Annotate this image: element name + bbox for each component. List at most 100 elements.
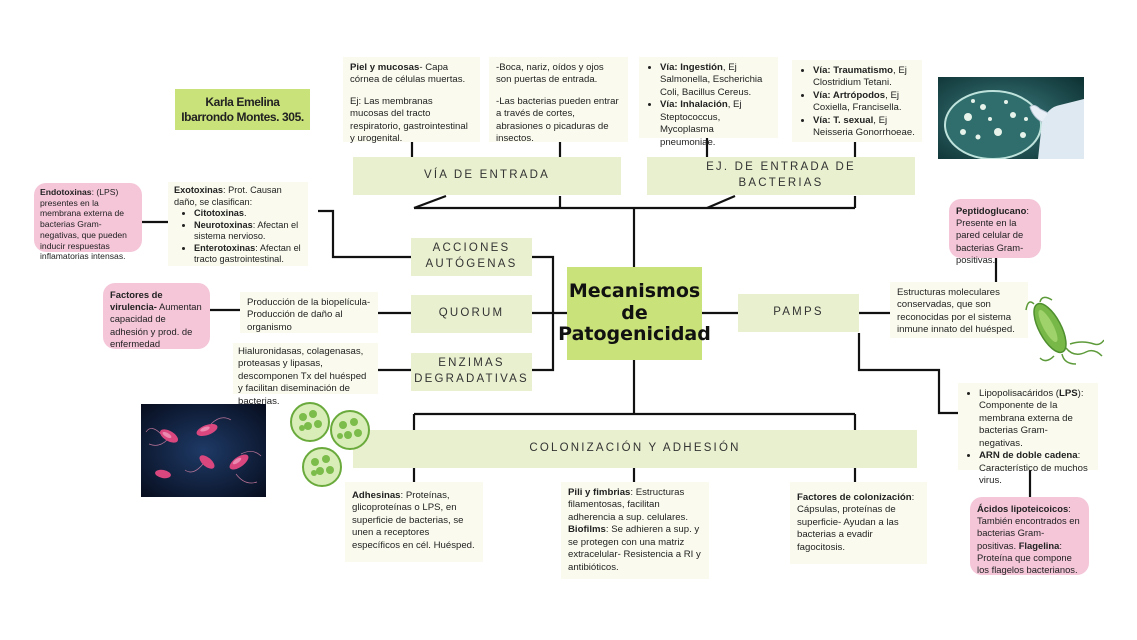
via-item: Vía: Traumatismo, Ej Clostridium Tetani. bbox=[813, 65, 915, 90]
note-pili-fimbrias: Pili y fimbrias: Estructuras filamentosa… bbox=[561, 482, 709, 579]
note-adhesinas: Adhesinas: Proteínas, glicoproteínas o L… bbox=[345, 482, 483, 562]
via-bold: Vía: Artrópodos bbox=[813, 89, 886, 101]
bacterium-illustration bbox=[1025, 296, 1104, 365]
item-bold: Enterotoxinas bbox=[194, 242, 256, 253]
note-text: : Prot. Causan daño, se clasifican: bbox=[174, 185, 282, 207]
via-text: , Ej Neisseria Gonorrhoeae. bbox=[813, 114, 915, 139]
category-label-line-2: BACTERIAS bbox=[738, 177, 824, 189]
note-peptidoglucano: Peptidoglucano: Presente en la pared cel… bbox=[949, 199, 1041, 265]
item-text: : Afectan el sistema nervioso. bbox=[194, 219, 299, 242]
cocci-cells-illustration bbox=[290, 402, 370, 487]
category-label-line-1: ENZIMAS bbox=[438, 357, 505, 370]
note-bold: Ácidos lipoteicoicos bbox=[977, 503, 1069, 514]
center-line-3: Patogenicidad bbox=[558, 323, 711, 346]
note-bold: Factores de virulencia- bbox=[110, 289, 163, 313]
note-line-2: Producción de daño al organismo bbox=[247, 309, 343, 333]
item-bold: Citotoxinas bbox=[194, 208, 245, 218]
exotoxina-item: Enterotoxinas: Afectan el tracto gastroi… bbox=[194, 243, 302, 266]
note-text: : (LPS) presentes en la membrana externa… bbox=[40, 187, 127, 262]
via-item: Vía: Ingestión, Ej Salmonella, Escherich… bbox=[660, 62, 771, 99]
category-ej-entrada: EJ. DE ENTRADA DE BACTERIAS bbox=[647, 157, 915, 195]
note-bold: Exotoxinas bbox=[174, 185, 224, 195]
note-text-1: -Boca, nariz, oídos y ojos son puertas d… bbox=[496, 62, 604, 86]
via-item: Vía: Inhalación, Ej Steptococcus, Mycopl… bbox=[660, 99, 771, 149]
petri-dish-image bbox=[938, 77, 1084, 159]
note-bold: Factores de colonización bbox=[797, 492, 912, 503]
item-text: . bbox=[244, 208, 247, 218]
category-label: PAMPS bbox=[773, 306, 824, 319]
via-item: Vía: Artrópodos, Ej Coxiella, Francisell… bbox=[813, 90, 915, 115]
category-acciones-autogenas: ACCIONES AUTÓGENAS bbox=[411, 238, 532, 276]
author-line-2: Ibarrondo Montes. 305. bbox=[181, 109, 304, 124]
note-enzimas: Hialuronidasas, colagenasas, proteasas y… bbox=[233, 343, 378, 407]
note-text: : Estructuras filamentosas, facilitan ad… bbox=[568, 487, 688, 523]
note-text: : Presente en la pared celular de bacter… bbox=[956, 205, 1029, 265]
note-text: : Cápsulas, proteínas de superficie- Ayu… bbox=[797, 492, 915, 553]
category-quorum: QUORUM bbox=[411, 295, 532, 333]
via-bold: Vía: T. sexual bbox=[813, 114, 874, 126]
category-label: QUORUM bbox=[438, 307, 505, 320]
via-item: Vía: T. sexual, Ej Neisseria Gonorrhoeae… bbox=[813, 115, 915, 140]
note-text: Aumentan capacidad de adhesión y prod. d… bbox=[110, 301, 202, 349]
pamp-item: ARN de doble cadena: Característico de m… bbox=[979, 450, 1091, 487]
exotoxina-item: Citotoxinas. bbox=[194, 208, 302, 220]
note-text: : También encontrados en bacterias Gram-… bbox=[977, 503, 1080, 551]
note-text-2: : Proteína que compone los flagelos bact… bbox=[977, 539, 1078, 576]
item-text: ): Componente de la membrana externa de … bbox=[979, 388, 1084, 449]
item-bold: Neurotoxinas bbox=[194, 219, 253, 230]
author-line-1: Karla Emelina bbox=[205, 94, 280, 109]
note-line-1: Producción de la biopelícula- bbox=[247, 297, 371, 308]
center-line-1: Mecanismos bbox=[568, 279, 701, 302]
via-text: , Ej Clostridium Tetani. bbox=[813, 65, 907, 89]
via-text: , Ej Coxiella, Francisella. bbox=[813, 89, 902, 114]
category-label-line-2: DEGRADATIVAS bbox=[414, 373, 529, 385]
note-text-2: Ej: Las membranas mucosas del tracto res… bbox=[350, 95, 468, 145]
note-vias-ingestion: Vía: Ingestión, Ej Salmonella, Escherich… bbox=[639, 57, 778, 148]
via-text: , Ej Salmonella, Escherichia Coli, Bacil… bbox=[660, 62, 763, 98]
note-factores-colonizacion: Factores de colonización: Cápsulas, prot… bbox=[790, 482, 927, 564]
pamp-item: Lipopolisacáridos (LPS): Componente de l… bbox=[979, 388, 1091, 450]
via-bold: Vía: Inhalación bbox=[660, 99, 728, 111]
category-label-line-1: EJ. DE ENTRADA DE bbox=[706, 161, 856, 174]
note-piel-mucosas: Piel y mucosas- Capa córnea de células m… bbox=[343, 57, 480, 144]
note-bold: Endotoxinas bbox=[40, 187, 92, 197]
exotoxina-item: Neurotoxinas: Afectan el sistema nervios… bbox=[194, 220, 302, 243]
note-bold: Pili y fimbrias bbox=[568, 487, 631, 498]
note-vias-traumatismo: Vía: Traumatismo, Ej Clostridium Tetani.… bbox=[792, 60, 922, 142]
note-estructuras: Estructuras moleculares conservadas, que… bbox=[890, 282, 1028, 338]
note-text: - Capa córnea de células muertas. bbox=[350, 62, 466, 86]
item-text: : Afectan el tracto gastrointestinal. bbox=[194, 242, 301, 265]
note-boca-nariz: -Boca, nariz, oídos y ojos son puertas d… bbox=[489, 57, 628, 144]
item-text: : Característico de muchos virus. bbox=[979, 450, 1088, 487]
note-bold-2: Flagelina bbox=[1018, 539, 1060, 551]
via-text: , Ej Steptococcus, Mycoplasma pneumoniae… bbox=[660, 99, 742, 148]
note-endotoxinas: Endotoxinas: (LPS) presentes en la membr… bbox=[34, 183, 142, 261]
center-line-2: de bbox=[621, 301, 648, 324]
category-via-entrada: VÍA DE ENTRADA bbox=[353, 157, 621, 195]
note-text-2: : Se adhieren a sup. y se protegen con u… bbox=[568, 524, 701, 573]
item-bold: ARN de doble cadena bbox=[979, 450, 1078, 462]
note-biopelicula: Producción de la biopelícula- Producción… bbox=[240, 292, 378, 333]
note-bold: Piel y mucosas bbox=[350, 62, 420, 73]
note-text: Hialuronidasas, colagenasas, proteasas y… bbox=[238, 346, 367, 407]
note-text-2: -Las bacterias pueden entrar a través de… bbox=[496, 95, 619, 145]
category-label: COLONIZACIÓN Y ADHESIÓN bbox=[529, 442, 741, 455]
item-bold: LPS bbox=[1059, 388, 1078, 399]
category-colonizacion-adhesion: COLONIZACIÓN Y ADHESIÓN bbox=[353, 430, 917, 468]
note-factores-virulencia: Factores de virulencia- Aumentan capacid… bbox=[103, 283, 210, 349]
via-bold: Vía: Traumatismo bbox=[813, 65, 893, 76]
note-lipopolisacaridos: Lipopolisacáridos (LPS): Componente de l… bbox=[958, 383, 1098, 486]
note-bold-2: Biofilms bbox=[568, 524, 606, 536]
category-pamps: PAMPS bbox=[738, 294, 859, 332]
item-text: Lipopolisacáridos ( bbox=[979, 388, 1059, 399]
category-label-line-2: AUTÓGENAS bbox=[425, 258, 518, 270]
category-enzimas-degradativas: ENZIMAS DEGRADATIVAS bbox=[411, 353, 532, 391]
note-bold: Adhesinas bbox=[352, 490, 401, 501]
category-label-line-1: ACCIONES bbox=[432, 242, 511, 255]
via-bold: Vía: Ingestión bbox=[660, 62, 723, 73]
note-exotoxinas: Exotoxinas: Prot. Causan daño, se clasif… bbox=[168, 182, 308, 266]
note-text: : Proteínas, glicoproteínas o LPS, en su… bbox=[352, 490, 475, 551]
